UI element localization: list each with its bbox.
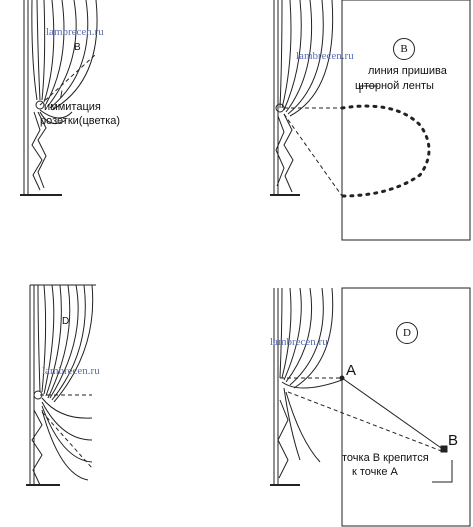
point-a-label: A: [346, 362, 357, 379]
attach-label-line1: точка В крепится: [342, 452, 429, 464]
panel1-curtain: [20, 0, 98, 196]
letter-b: B: [74, 42, 81, 53]
point-b-label: B: [448, 432, 459, 449]
panel3-curtain: [26, 284, 96, 486]
letter-d: D: [62, 316, 70, 327]
tape-label-line2: шторной ленты: [355, 80, 434, 92]
watermark: lambrecen.ru: [270, 336, 328, 348]
letter-l: l: [60, 90, 63, 101]
panel4-curtain: [270, 287, 471, 527]
attach-label-line2: к точке А: [352, 466, 398, 478]
tape-label-line1: линия пришива: [368, 65, 447, 77]
watermark: lambrecen.ru: [296, 50, 354, 62]
circle-letter-d: D: [396, 322, 418, 344]
rosette-label-line1: иммитация: [44, 101, 101, 113]
watermark: lambrecen.ru: [42, 365, 100, 377]
circle-letter-b: B: [393, 38, 415, 60]
rosette-label-line2: розетки(цветка): [40, 115, 121, 127]
panel2-curtain: [270, 0, 471, 241]
watermark: lambrecen.ru: [46, 26, 104, 38]
